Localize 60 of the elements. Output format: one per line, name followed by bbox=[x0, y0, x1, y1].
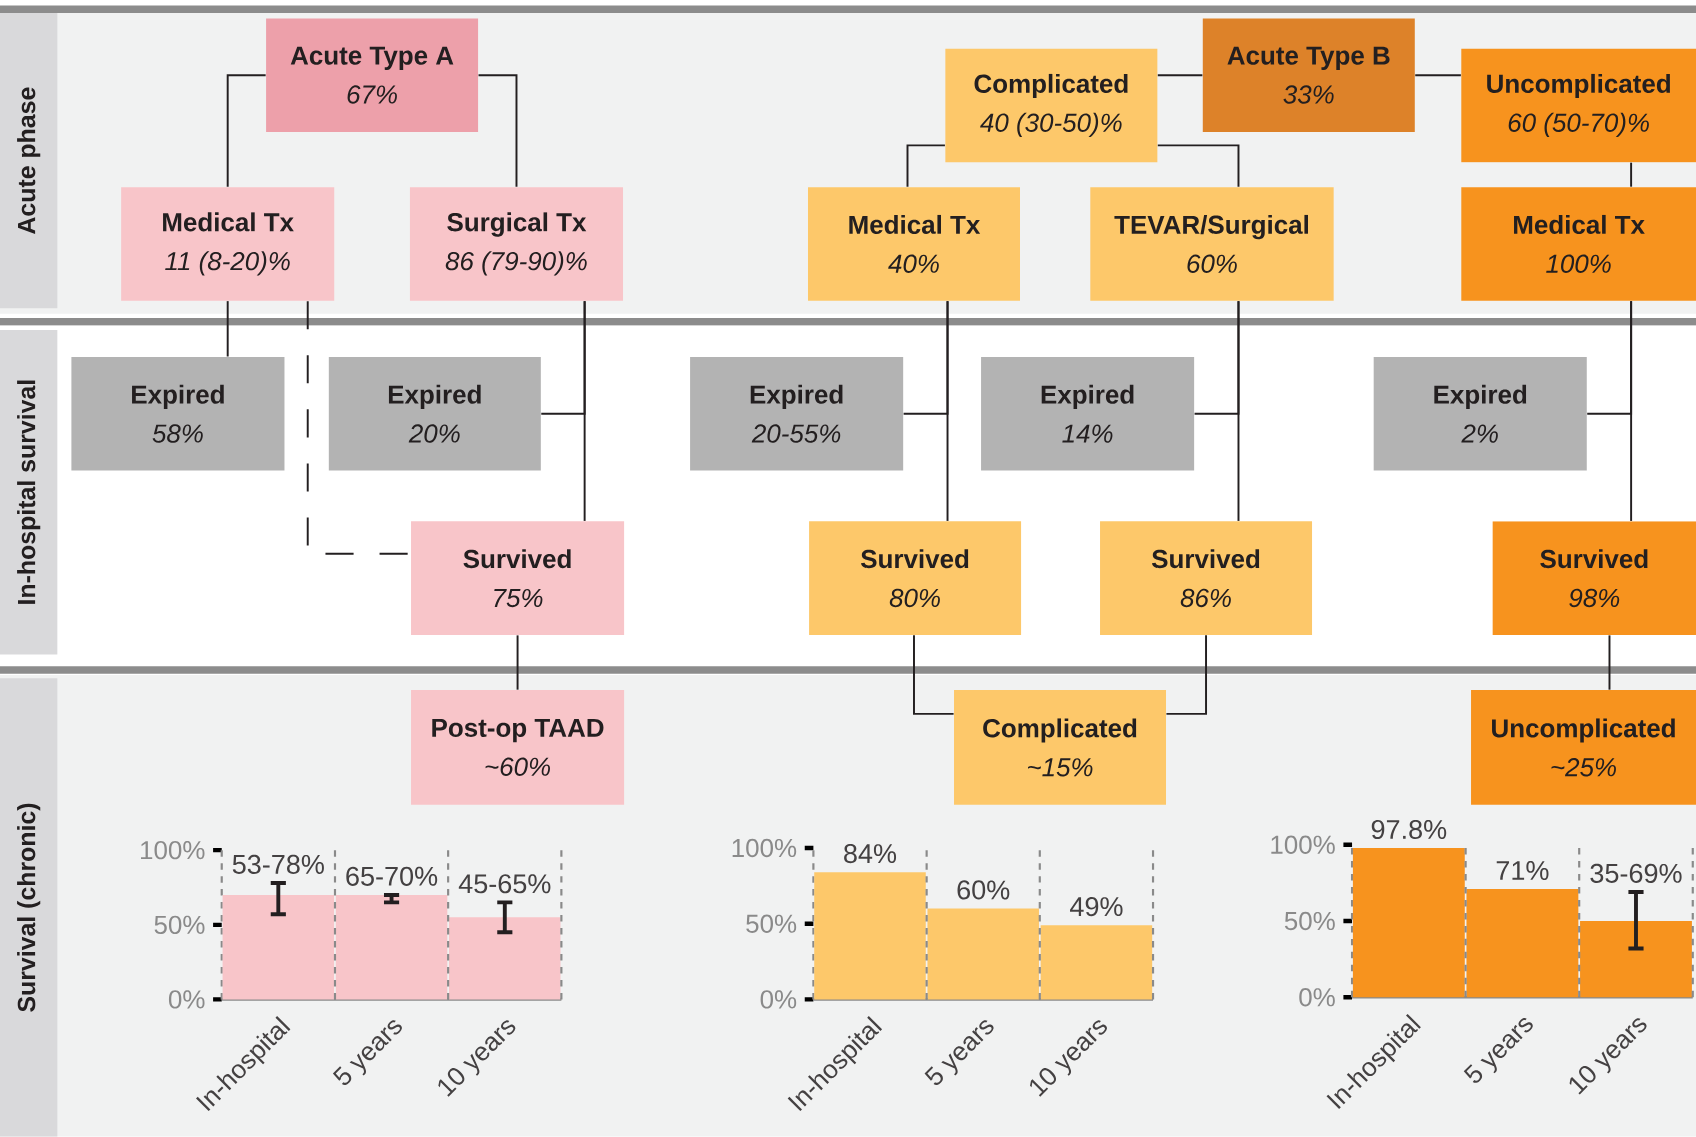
treatment-box: Medical Tx 100% bbox=[1461, 187, 1696, 301]
y-tick-label: 0% bbox=[760, 990, 797, 1009]
outcome-box: Expired 20-55% bbox=[690, 357, 904, 471]
value-label: 60% bbox=[957, 880, 1010, 900]
connector bbox=[1608, 634, 1611, 691]
outcome-box: Survived 98% bbox=[1492, 521, 1696, 635]
group-box: Post-op TAAD ~60% bbox=[411, 690, 625, 805]
outcome-box: Expired 20% bbox=[328, 357, 541, 471]
connector bbox=[1630, 300, 1633, 522]
connector bbox=[1156, 144, 1240, 188]
group-box: Uncomplicated ~25% bbox=[1471, 690, 1696, 805]
value-label: 35-69% bbox=[1590, 863, 1682, 884]
group-box: Uncomplicated 60 (50-70)% bbox=[1461, 48, 1696, 163]
outcome-box: Survived 86% bbox=[1100, 521, 1313, 635]
connector bbox=[1630, 161, 1633, 188]
connector bbox=[1414, 74, 1462, 77]
connector bbox=[906, 144, 946, 188]
row-header: Acute phase bbox=[0, 13, 58, 309]
row-header: In-hospital survival bbox=[0, 330, 58, 655]
connector bbox=[226, 300, 229, 358]
connector bbox=[226, 74, 267, 188]
outcome-box: Survived 75% bbox=[411, 521, 625, 635]
connector bbox=[946, 300, 949, 522]
connector bbox=[913, 634, 955, 715]
y-tick-label: 100% bbox=[141, 841, 205, 860]
treatment-box: Surgical Tx 86 (79-90)% bbox=[409, 187, 624, 301]
outcome-box: Expired 2% bbox=[1373, 357, 1587, 471]
outcome-box: Survived 80% bbox=[809, 521, 1022, 635]
treatment-box: Medical Tx 11 (8-20)% bbox=[121, 187, 335, 301]
group-box: Complicated 40 (30-50)% bbox=[945, 48, 1158, 163]
group-box: Complicated ~15% bbox=[954, 690, 1166, 805]
value-label: 97.8% bbox=[1371, 820, 1447, 840]
outcome-box: Expired 14% bbox=[981, 357, 1195, 471]
y-tick-label: 100% bbox=[1271, 835, 1335, 855]
value-label: 53-78% bbox=[232, 854, 324, 875]
connector bbox=[477, 74, 518, 188]
treatment-box: TEVAR/Surgical 60% bbox=[1090, 187, 1334, 301]
y-tick-label: 0% bbox=[168, 990, 205, 1009]
y-tick-label: 50% bbox=[1284, 911, 1335, 931]
connector bbox=[1237, 300, 1240, 522]
connector bbox=[583, 300, 586, 522]
bar bbox=[1580, 921, 1692, 998]
group-box: Acute Type B 33% bbox=[1202, 18, 1415, 133]
row-header: Survival (chronic) bbox=[0, 678, 58, 1137]
connector bbox=[516, 634, 519, 691]
y-tick-label: 50% bbox=[746, 914, 797, 933]
connector bbox=[1165, 634, 1207, 715]
y-tick-label: 100% bbox=[732, 838, 797, 858]
value-label: 71% bbox=[1496, 861, 1549, 881]
value-label: 49% bbox=[1070, 897, 1123, 917]
treatment-box: Medical Tx 40% bbox=[808, 187, 1020, 301]
y-tick-label: 0% bbox=[1299, 988, 1335, 1007]
y-tick-label: 50% bbox=[154, 915, 205, 935]
value-label: 45-65% bbox=[458, 874, 551, 894]
connector bbox=[1156, 74, 1204, 77]
value-label: 84% bbox=[844, 844, 897, 864]
bar bbox=[1040, 925, 1153, 1000]
value-label: 65-70% bbox=[346, 866, 438, 886]
outcome-box: Expired 58% bbox=[71, 357, 285, 471]
group-box: Acute Type A 67% bbox=[266, 18, 479, 133]
